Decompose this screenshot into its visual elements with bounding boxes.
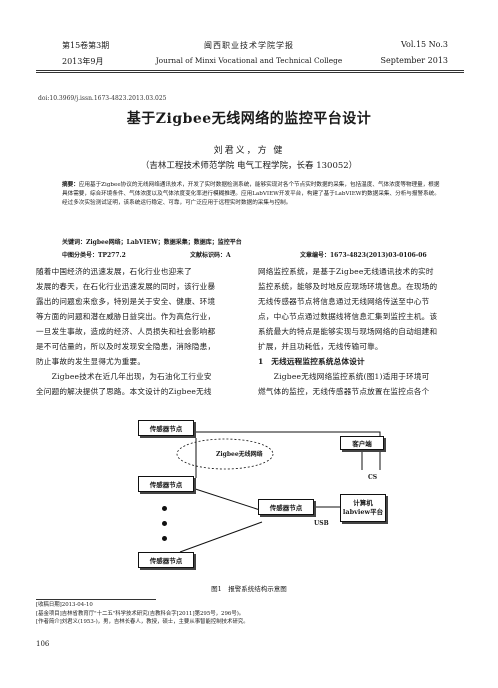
footnote-author: [作者简介]刘君义(1953-)，男，吉林长春人，教授，硕士，主要从事智能控制技…	[36, 619, 249, 626]
footnote-fund: [基金项目]吉林省教育厅"十二五"科学技术研究(吉教科合字[2011]第295号…	[36, 610, 245, 617]
footnotes: [收稿日期]2013-04-10 [基金项目]吉林省教育厅"十二五"科学技术研究…	[36, 601, 466, 627]
page-number: 106	[36, 640, 50, 648]
article-number: 文章编号：1673-4823(2013)03-0106-06	[300, 252, 427, 259]
header-rule	[36, 70, 464, 71]
diagram-line	[150, 431, 381, 470]
right-line: 系统最大的特点是能够实现与现场网络的自动组建和	[258, 327, 438, 336]
authors: 刘君义，方 健	[213, 146, 285, 156]
paper-title: 基于Zigbee无线网络的监控平台设计	[126, 111, 372, 127]
section-heading: 1 无线远程监控系统总体设计	[258, 357, 365, 366]
computer-box: 计算机 labview平台	[340, 494, 386, 522]
sensor-node-label: 传感器节点	[269, 504, 303, 512]
ellipsis-dot	[162, 536, 167, 541]
journal-en: Journal of Minxi Vocational and Technica…	[155, 56, 343, 65]
left-line: 防止事故的发生显得尤为重要。	[36, 357, 146, 366]
network-label: Zigbee无线网络	[216, 451, 263, 458]
footnote-rule	[36, 599, 156, 600]
sensor-node-label: 传感器节点	[149, 557, 183, 565]
left-line: 随着中国经济的迅速发展，石化行业也迎来了	[36, 267, 192, 276]
left-line: 等方面的问题和潜在威胁日益突出。作为高危行业，	[36, 312, 216, 321]
ellipsis-dot	[162, 506, 167, 511]
right-line: Zigbee无线网络监控系统(图1)适用于环境可	[258, 372, 430, 381]
abstract: 摘要：应用基于Zigbee协议的无线网络通讯技术，开发了实时数据检测系统，能够实…	[62, 181, 442, 209]
diagram-line	[179, 521, 263, 553]
issue-cn: 第15卷第3期	[62, 41, 110, 50]
usb-label: USB	[314, 520, 329, 527]
client-box: 客户端	[340, 436, 384, 450]
date-en: September 2013	[380, 56, 448, 65]
right-line: 无线传感器节点将信息通过无线网络传送至中心节	[258, 297, 430, 306]
sensor-node-box: 传感器节点	[138, 552, 194, 568]
right-line: 点，中心节点通过数据线将信息汇集到监控主机。该	[258, 312, 438, 321]
left-line: 发展的春天，在石化行业迅速发展的同时，该行业暴	[36, 282, 216, 291]
header-rule-2	[36, 72, 464, 73]
right-line: 扩展，并且功耗低，无线传输可靠。	[258, 342, 383, 351]
sensor-node-label: 传感器节点	[149, 425, 183, 433]
right-line: 监控系统，能够及时地反应现场环境信息。在现场的	[258, 282, 438, 291]
sensor-node-label: 传感器节点	[149, 481, 183, 489]
figure-caption: 图1 报警系统结构示意图	[211, 585, 287, 593]
right-line: 网络监控系统，是基于Zigbee无线通讯技术的实时	[258, 267, 434, 276]
cs-label: CS	[368, 474, 378, 481]
left-line: 是不可估量的，所以及时发现安全隐患，消除隐患，	[36, 342, 216, 351]
abstract-label: 摘要：	[62, 182, 79, 188]
platform-label: labview平台	[342, 508, 384, 516]
left-line: 露出的问题愈来愈多，特别是关于安全、健康、环境	[36, 297, 216, 306]
sensor-node-box: 传感器节点	[258, 499, 314, 515]
abstract-text: 应用基于Zigbee协议的无线网络通讯技术，开发了实时数据检测系统，能够实现对各…	[62, 182, 440, 207]
doi: doi:10.3969/j.issn.1673-4823.2013.03.025	[38, 95, 167, 102]
computer-label: 计算机	[353, 499, 373, 507]
sensor-node-box: 传感器节点	[138, 420, 194, 436]
left-column: 随着中国经济的迅速发展，石化行业也迎来了 发展的春天，在石化行业迅速发展的同时，…	[36, 264, 252, 399]
affiliation: （吉林工程技术师范学院 电气工程学院，长春 130052）	[140, 161, 358, 171]
diagram-line	[179, 483, 261, 511]
client-label: 客户端	[352, 440, 372, 448]
journal-cn: 闽西职业技术学院学报	[204, 41, 294, 50]
classification: 中图分类号：TP277.2	[62, 252, 126, 259]
left-line: 全问题的解决提供了思路。本文设计的Zigbee无线	[36, 387, 212, 396]
sensor-node-box: 传感器节点	[138, 476, 194, 492]
left-line: Zigbee技术在近几年出现，为石油化工行业安	[36, 372, 212, 381]
doc-code: 文献标识码：A	[190, 252, 231, 259]
right-column: 网络监控系统，是基于Zigbee无线通讯技术的实时 监控系统，能够及时地反应现场…	[258, 264, 470, 399]
network-cloud	[176, 438, 274, 470]
issue-en: Vol.15 No.3	[401, 40, 448, 49]
left-line: 一旦发生事故，造成的经济、人员损失和社会影响都	[36, 327, 216, 336]
ellipsis-dot	[162, 521, 167, 526]
date-cn: 2013年9月	[62, 57, 104, 66]
keywords: 关键词：Zigbee网络；LabVIEW；数据采集；数据库；监控平台	[62, 239, 242, 246]
right-line: 燃气体的监控，无线传感器节点放置在监控点各个	[258, 387, 430, 396]
footnote-received: [收稿日期]2013-04-10	[36, 602, 93, 608]
